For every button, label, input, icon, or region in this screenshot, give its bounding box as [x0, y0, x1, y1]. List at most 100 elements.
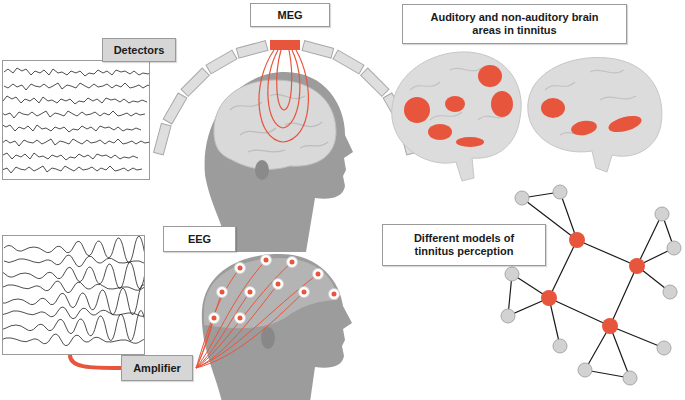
eeg-trace — [3, 284, 144, 314]
electrodes — [209, 255, 340, 324]
detector — [236, 41, 268, 58]
brain — [214, 80, 336, 169]
network-links — [508, 192, 674, 378]
brain-area — [541, 98, 565, 118]
ear — [261, 327, 275, 349]
meg-head — [205, 72, 353, 252]
box-label: Different models of tinnitus perception — [397, 232, 531, 258]
network-node — [515, 191, 529, 205]
network-node — [501, 309, 515, 323]
brain-area — [607, 113, 643, 135]
signal-cable — [70, 355, 122, 368]
electrode-wires — [196, 260, 318, 368]
network-node — [578, 363, 592, 377]
detector-arc — [154, 41, 417, 155]
active-detector — [270, 40, 300, 50]
active-areas — [541, 98, 643, 137]
detector — [333, 50, 364, 74]
brain-area — [478, 65, 502, 87]
meg-trace-panel — [0, 61, 157, 180]
electrode — [209, 313, 220, 324]
meg-trace — [3, 152, 138, 160]
lateral-brain — [528, 57, 662, 172]
hub-node — [629, 258, 645, 274]
method-label-box: MEG — [250, 3, 330, 27]
ear — [255, 160, 269, 180]
panel-title-box: Different models of tinnitus perception — [382, 224, 546, 266]
brain-area — [445, 96, 465, 112]
detector — [361, 68, 389, 96]
electrode — [235, 313, 246, 324]
hub-node — [569, 232, 585, 248]
meg-trace — [3, 139, 149, 146]
network-node — [553, 185, 567, 199]
peripheral-nodes — [501, 185, 681, 385]
eeg-trace — [3, 281, 144, 293]
head-silhouette — [205, 72, 353, 252]
network-node — [505, 267, 519, 281]
box-label: MEG — [277, 9, 302, 22]
electrode — [299, 287, 310, 298]
brain-outline — [528, 57, 662, 172]
box-label: Auditory and non-auditory brain areas in… — [427, 11, 602, 37]
brain-area — [491, 91, 513, 117]
brain-area — [428, 124, 452, 140]
electrode — [329, 289, 340, 300]
meg-trace — [4, 83, 149, 90]
electrode — [261, 255, 272, 266]
electrode — [287, 257, 298, 268]
electrode — [273, 279, 284, 290]
network-graph — [501, 185, 681, 385]
eeg-trace — [3, 334, 144, 346]
electrode — [235, 263, 246, 274]
eeg-trace — [3, 258, 144, 288]
brain-area — [570, 119, 598, 137]
part-label-box: Amplifier — [121, 355, 193, 381]
brain-outline — [392, 52, 521, 181]
meg-trace — [4, 68, 149, 76]
network-node — [655, 207, 669, 221]
field-line — [268, 50, 300, 128]
part-label-box: Detectors — [102, 38, 176, 62]
network-node — [657, 341, 671, 355]
box-label: Amplifier — [133, 362, 181, 375]
panel-frame — [3, 61, 150, 180]
electrode — [313, 269, 324, 280]
network-node — [663, 285, 677, 299]
detector — [163, 93, 187, 124]
eeg-trace-panel — [0, 232, 164, 354]
meg-trace — [3, 111, 145, 118]
panel-title-box: Auditory and non-auditory brain areas in… — [402, 4, 627, 44]
method-label-box: EEG — [163, 226, 236, 252]
network-node — [667, 241, 681, 255]
meg-trace — [3, 124, 141, 132]
hub-node — [602, 318, 618, 334]
active-areas — [404, 65, 513, 147]
field-line — [277, 50, 292, 110]
box-label: EEG — [188, 233, 211, 246]
detector — [181, 68, 209, 96]
electrode — [245, 287, 256, 298]
brain-area — [404, 97, 430, 123]
eeg-trace — [4, 255, 144, 267]
sagittal-brain — [392, 52, 521, 181]
hub-nodes — [541, 232, 645, 334]
brain-area — [456, 137, 484, 147]
network-node — [553, 339, 567, 353]
detector — [302, 41, 334, 58]
electrode — [217, 287, 228, 298]
hub-node — [541, 290, 557, 306]
network-node — [623, 371, 637, 385]
eeg-head — [202, 254, 352, 400]
eeg-trace — [3, 310, 144, 340]
field-line — [259, 50, 308, 142]
eeg-trace — [4, 236, 144, 263]
detector — [206, 50, 237, 74]
meg-trace — [3, 96, 147, 104]
magnetic-field-lines — [259, 50, 308, 142]
meg-trace — [3, 166, 142, 173]
head-silhouette — [202, 254, 352, 400]
box-label: Detectors — [114, 44, 165, 57]
detector — [154, 123, 171, 155]
